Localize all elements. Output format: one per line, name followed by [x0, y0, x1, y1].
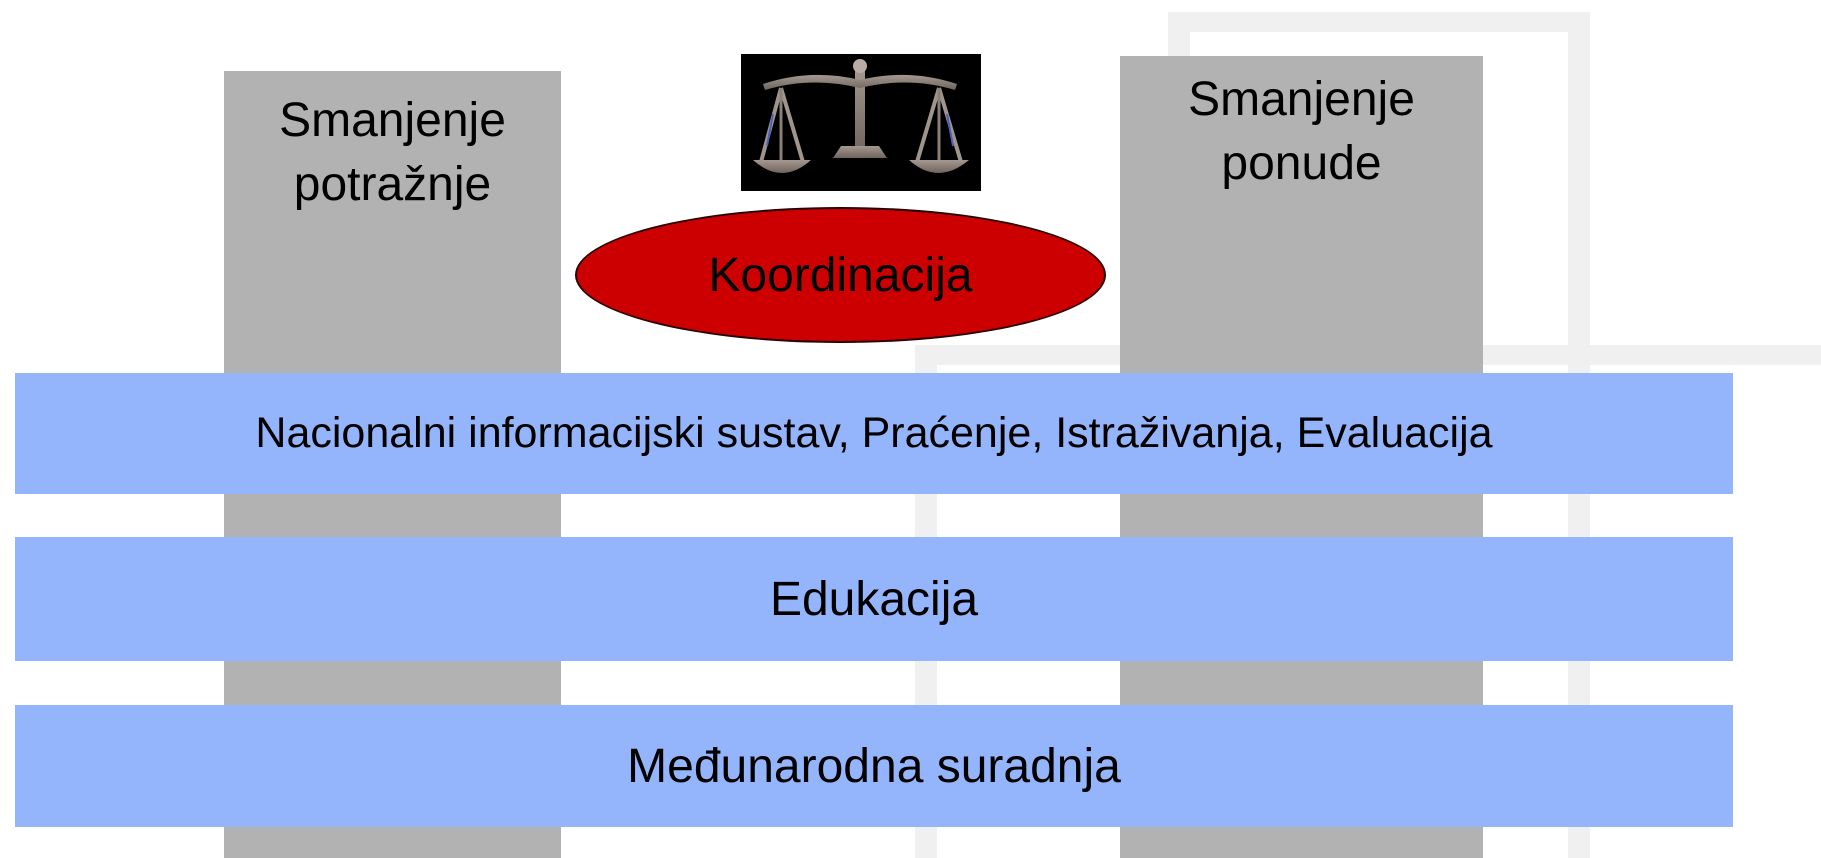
- background-frame-top: [1168, 12, 1588, 32]
- band-education: Edukacija: [15, 537, 1733, 661]
- band-international-cooperation: Međunarodna suradnja: [15, 705, 1733, 827]
- coordination-ellipse: Koordinacija: [575, 207, 1106, 343]
- scales-of-justice-icon: [741, 54, 981, 191]
- pillar-demand-reduction-label: Smanjenje potražnje: [279, 94, 506, 211]
- pillar-supply-reduction-label: Smanjenje ponude: [1188, 73, 1415, 190]
- coordination-label: Koordinacija: [708, 248, 973, 302]
- band-international-cooperation-label: Međunarodna suradnja: [627, 739, 1121, 793]
- band-education-label: Edukacija: [769, 572, 979, 626]
- band-information-system-label: Nacionalni informacijski sustav, Praćenj…: [255, 409, 1493, 457]
- band-information-system: Nacionalni informacijski sustav, Praćenj…: [15, 373, 1733, 494]
